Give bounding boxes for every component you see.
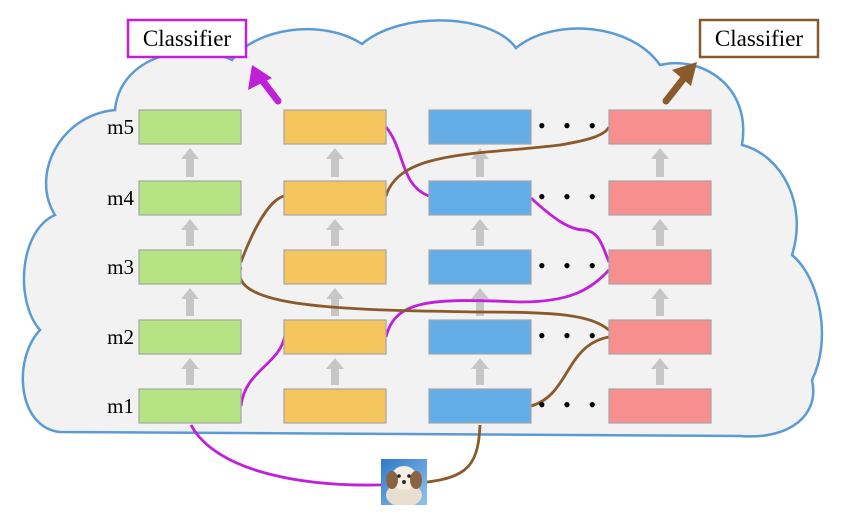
classifier-left: Classifier bbox=[126, 18, 248, 59]
flow-arrow bbox=[326, 148, 344, 177]
flow-arrow bbox=[471, 288, 489, 316]
feature-block-m4-col3 bbox=[428, 180, 532, 216]
brown-path bbox=[384, 126, 611, 197]
classifier-right-arrow bbox=[662, 62, 697, 105]
ellipsis-m3: • • • bbox=[538, 253, 602, 278]
classifier-paths bbox=[189, 126, 611, 487]
feature-block-m5-col4 bbox=[608, 109, 712, 145]
feature-block-m3-col2 bbox=[283, 249, 387, 285]
flow-arrow bbox=[471, 358, 489, 385]
feature-block-m2-col2 bbox=[283, 319, 387, 355]
feature-block-m2-col3 bbox=[428, 319, 532, 355]
flow-arrow bbox=[651, 148, 669, 177]
cloud-background bbox=[21, 19, 824, 438]
magenta-path bbox=[530, 196, 611, 263]
row-labels: m5 m4 m3 m2 m1 bbox=[107, 115, 134, 418]
feature-block-m3-col4 bbox=[608, 249, 712, 285]
classifier-left-arrow bbox=[248, 65, 282, 105]
feature-block-m5-col1 bbox=[138, 109, 242, 145]
feature-block-m4-col2 bbox=[283, 180, 387, 216]
input-image bbox=[381, 459, 427, 505]
ellipsis-m4: • • • bbox=[538, 184, 602, 209]
feature-block-m1-col4 bbox=[608, 388, 712, 424]
feature-block-m2-col1 bbox=[138, 319, 242, 355]
feature-block-m1-col3 bbox=[428, 388, 532, 424]
brown-path bbox=[238, 266, 610, 332]
ellipsis-m5: • • • bbox=[538, 113, 602, 138]
magenta-path bbox=[239, 334, 287, 407]
feature-block-m4-col1 bbox=[138, 180, 242, 216]
row-label-m1: m1 bbox=[107, 394, 134, 418]
feature-block-m1-col1 bbox=[138, 388, 242, 424]
flow-arrow bbox=[651, 358, 669, 385]
feature-block-m3-col1 bbox=[138, 249, 242, 285]
brown-path bbox=[530, 335, 610, 408]
flow-arrow bbox=[181, 219, 199, 246]
ellipsis-dots: • • • • • • • • • • • • • • • bbox=[538, 113, 602, 417]
feature-blocks bbox=[138, 109, 712, 424]
flow-arrow bbox=[181, 288, 199, 316]
row-label-m4: m4 bbox=[107, 186, 134, 210]
row-label-m3: m3 bbox=[107, 255, 134, 279]
feature-block-m3-col3 bbox=[428, 249, 532, 285]
ellipsis-m1: • • • bbox=[538, 392, 602, 417]
flow-arrow bbox=[651, 219, 669, 246]
flow-arrow bbox=[651, 288, 669, 316]
magenta-path bbox=[384, 126, 430, 198]
magenta-path bbox=[189, 424, 405, 487]
flow-arrow bbox=[326, 358, 344, 385]
flow-arrow bbox=[181, 358, 199, 385]
magenta-path bbox=[384, 269, 611, 338]
feature-block-m5-col2 bbox=[283, 109, 387, 145]
ellipsis-m2: • • • bbox=[538, 323, 602, 348]
classifier-left-label: Classifier bbox=[143, 26, 231, 51]
feature-block-m2-col4 bbox=[608, 319, 712, 355]
classifier-right-label: Classifier bbox=[715, 26, 803, 51]
row-label-m2: m2 bbox=[107, 325, 134, 349]
feature-block-m1-col2 bbox=[283, 388, 387, 424]
flow-arrow bbox=[326, 219, 344, 246]
feature-block-m4-col4 bbox=[608, 180, 712, 216]
feature-block-m5-col3 bbox=[428, 109, 532, 145]
row-label-m5: m5 bbox=[107, 115, 134, 139]
classifier-right: Classifier bbox=[698, 18, 820, 59]
flow-arrow bbox=[471, 219, 489, 246]
flow-arrow bbox=[181, 148, 199, 177]
brown-path bbox=[239, 194, 285, 263]
